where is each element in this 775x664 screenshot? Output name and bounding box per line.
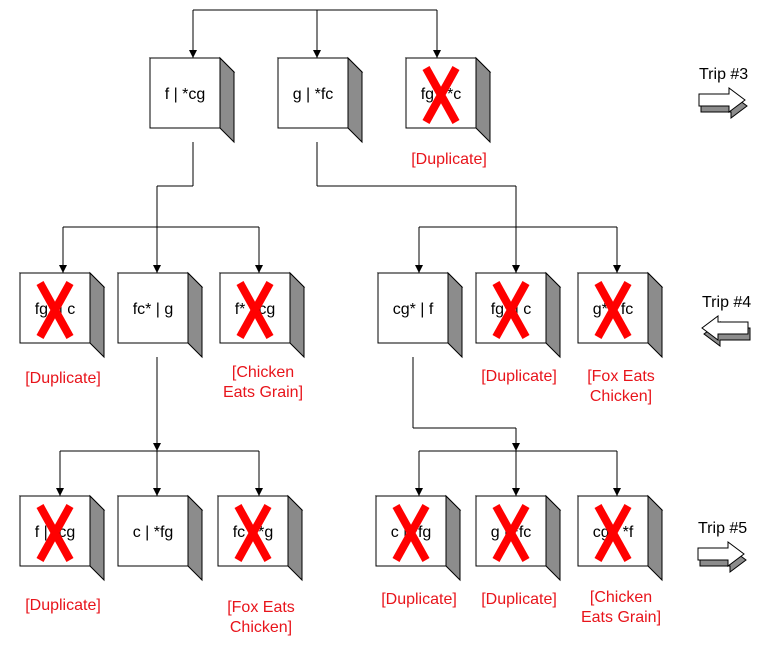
state-label: cg* | f xyxy=(393,301,434,318)
state-label: c | *fg xyxy=(133,524,174,541)
box-side-face xyxy=(289,271,305,359)
state-box: c | *fg xyxy=(374,494,462,582)
state-note: [Chicken xyxy=(232,364,294,381)
state-note: [Duplicate] xyxy=(25,597,101,614)
state-box: g* | fc xyxy=(576,271,664,359)
state-label: g | *fc xyxy=(293,86,334,103)
trip-indicator: Trip #3 xyxy=(698,66,748,119)
red-x-icon xyxy=(36,281,74,339)
state-note: [Duplicate] xyxy=(411,151,487,168)
state-note: [Chicken xyxy=(590,589,652,606)
box-side-face xyxy=(287,494,303,582)
box-front-face xyxy=(475,272,547,344)
state-box: f* | cg xyxy=(218,271,306,359)
state-label: fc* | g xyxy=(133,301,174,318)
box-side-face xyxy=(219,56,235,144)
box-side-face xyxy=(445,494,461,582)
trip-label: Trip #5 xyxy=(698,520,747,537)
arrow-head xyxy=(512,488,520,496)
state-note: Chicken] xyxy=(230,619,292,636)
red-x-icon xyxy=(594,504,632,562)
box-side-face xyxy=(647,494,663,582)
box-side-face xyxy=(447,271,463,359)
arrow-head xyxy=(433,50,441,58)
state-note: Eats Grain] xyxy=(223,384,303,401)
state-box: cg | *f xyxy=(576,494,664,582)
state-note: Chicken] xyxy=(590,388,652,405)
box-side-face xyxy=(545,271,561,359)
arrow-head xyxy=(153,443,161,451)
trip-label: Trip #4 xyxy=(702,294,751,311)
red-x-icon xyxy=(36,504,74,562)
arrow-head xyxy=(512,443,520,451)
box-side-face xyxy=(89,271,105,359)
arrow-head xyxy=(313,50,321,58)
arrow-head xyxy=(613,488,621,496)
state-box: f | *cg xyxy=(18,494,106,582)
red-x-icon xyxy=(422,66,460,124)
state-note: [Duplicate] xyxy=(481,368,557,385)
box-side-face xyxy=(545,494,561,582)
state-box: fg* | c xyxy=(474,271,562,359)
arrow-head xyxy=(153,265,161,273)
arrow-head xyxy=(56,488,64,496)
box-side-face xyxy=(187,271,203,359)
state-label: f | *cg xyxy=(165,86,206,103)
state-box: fg* | c xyxy=(18,271,106,359)
red-x-icon xyxy=(236,281,274,339)
red-x-icon xyxy=(492,281,530,339)
arrow-head xyxy=(415,265,423,273)
box-front-face xyxy=(377,272,449,344)
trip-indicator: Trip #4 xyxy=(701,294,751,347)
state-box: fc* | g xyxy=(116,271,204,359)
right-block-arrow-icon xyxy=(698,87,748,119)
red-x-icon xyxy=(594,281,632,339)
box-side-face xyxy=(347,56,363,144)
trip-indicator: Trip #5 xyxy=(697,520,747,573)
state-note: Eats Grain] xyxy=(581,609,661,626)
state-box: fc | *g xyxy=(216,494,304,582)
box-side-face xyxy=(647,271,663,359)
arrow-head xyxy=(153,488,161,496)
state-note: [Fox Eats xyxy=(587,368,655,385)
state-box: f | *cg xyxy=(148,56,236,144)
state-note: [Duplicate] xyxy=(25,370,101,387)
state-box: c | *fg xyxy=(116,494,204,582)
state-note: [Duplicate] xyxy=(381,591,457,608)
state-box: g | *fc xyxy=(276,56,364,144)
box-front-face xyxy=(149,57,221,129)
arrow-head xyxy=(415,488,423,496)
arrow-head xyxy=(59,265,67,273)
state-box: fg | *c xyxy=(404,56,492,144)
box-side-face xyxy=(475,56,491,144)
red-x-icon xyxy=(392,504,430,562)
connector-lines xyxy=(56,9,621,496)
arrow-head xyxy=(255,488,263,496)
box-front-face xyxy=(117,272,189,344)
state-note: [Fox Eats xyxy=(227,599,295,616)
box-front-face xyxy=(117,495,189,567)
right-block-arrow-icon xyxy=(697,541,747,573)
state-note: [Duplicate] xyxy=(481,591,557,608)
box-front-face xyxy=(277,57,349,129)
arrow-head xyxy=(613,265,621,273)
red-x-icon xyxy=(492,504,530,562)
arrow-head xyxy=(512,265,520,273)
red-x-icon xyxy=(234,504,272,562)
arrow-head xyxy=(255,265,263,273)
box-side-face xyxy=(89,494,105,582)
state-box: g | *fc xyxy=(474,494,562,582)
trip-label: Trip #3 xyxy=(699,66,748,83)
left-block-arrow-icon xyxy=(701,315,751,347)
state-box: cg* | f xyxy=(376,271,464,359)
box-side-face xyxy=(187,494,203,582)
arrow-head xyxy=(189,50,197,58)
